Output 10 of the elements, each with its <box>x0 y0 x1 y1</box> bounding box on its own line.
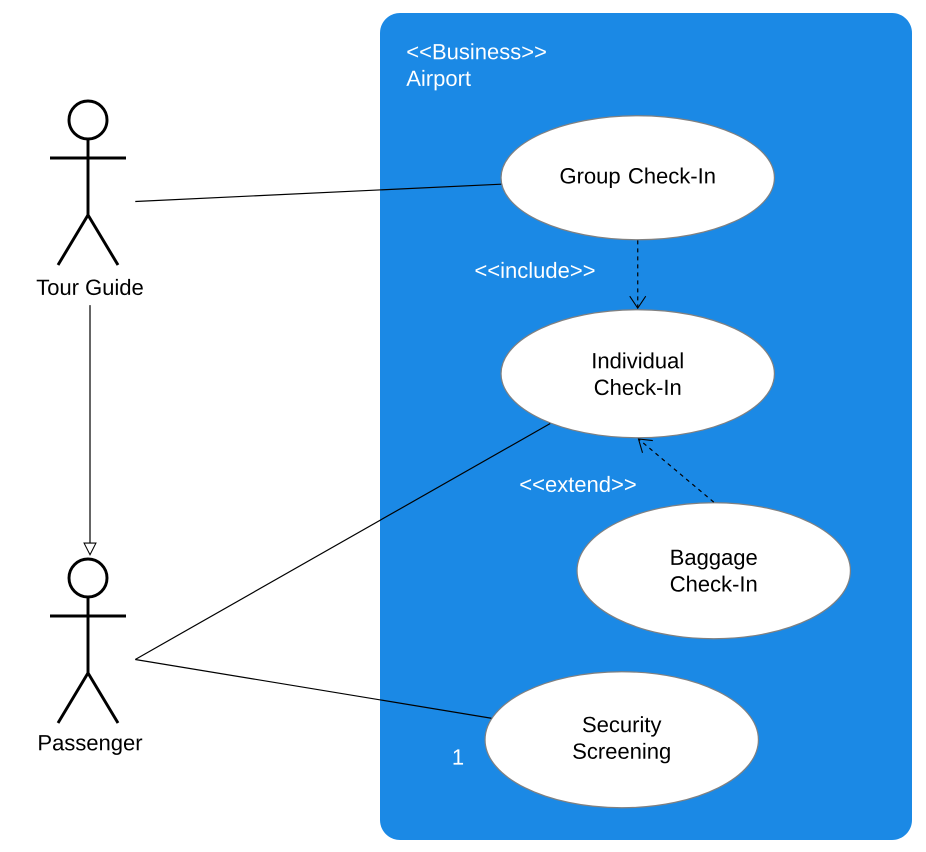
edge-label: 1 <box>454 749 464 765</box>
dashed-arrow <box>629 240 646 310</box>
edge-label: <<extend>> <box>520 476 636 492</box>
actor-label: Passenger <box>39 735 142 755</box>
dashed-arrow <box>638 438 714 503</box>
edge-label: <<include>> <box>476 262 594 278</box>
association-line <box>135 658 492 719</box>
actor-label: Tour Guide <box>36 278 143 296</box>
association-line <box>135 184 502 202</box>
association-line <box>134 422 551 660</box>
